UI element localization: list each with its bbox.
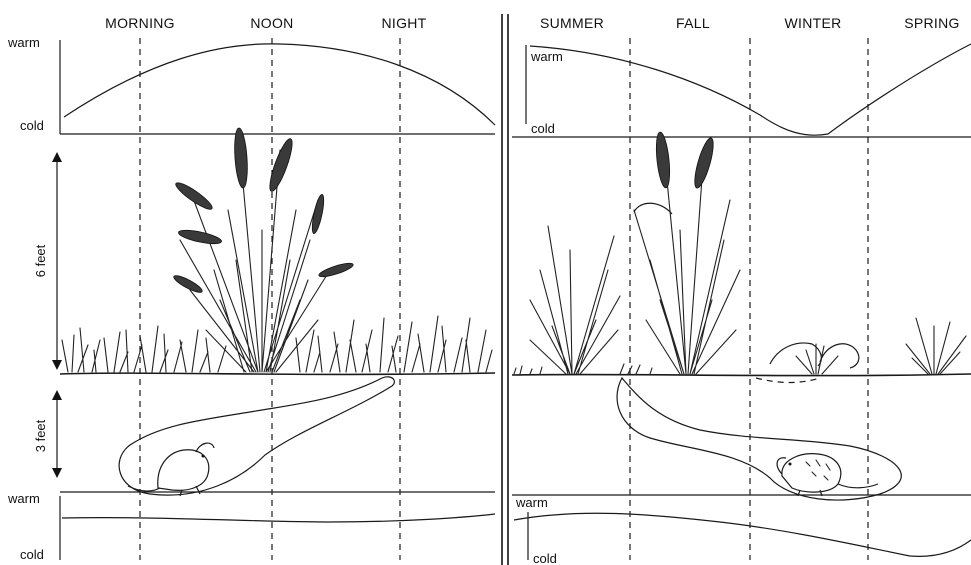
right-mouse — [777, 454, 878, 496]
header-noon: NOON — [250, 15, 293, 31]
right-soil-temperature-curve — [514, 513, 971, 556]
height-arrow-head-up — [52, 152, 62, 162]
depth-label: 3 feet — [33, 419, 48, 452]
left-air-cold-label: cold — [20, 118, 44, 133]
left-soil-warm-label: warm — [7, 491, 40, 506]
header-night: NIGHT — [381, 15, 426, 31]
left-panel: MORNING NOON NIGHT warm cold 6 feet 3 fe… — [7, 15, 495, 562]
left-air-temperature-curve — [64, 44, 495, 125]
left-burrow — [119, 377, 394, 495]
right-soil-warm-label: warm — [515, 495, 548, 510]
right-air-cold-label: cold — [531, 121, 555, 136]
depth-arrow-head-down — [52, 468, 62, 478]
right-soil-cold-label: cold — [533, 551, 557, 565]
height-arrow-head-down — [52, 360, 62, 370]
header-winter: WINTER — [784, 15, 841, 31]
summer-grass-plant — [530, 226, 620, 374]
fall-tall-grass-plant — [634, 132, 740, 374]
winter-rocks-and-tuft — [756, 343, 859, 383]
right-ground-line — [512, 374, 971, 376]
left-tall-grass-plant — [172, 128, 354, 372]
right-air-temperature-curve — [530, 44, 971, 135]
header-spring: SPRING — [904, 15, 959, 31]
right-air-warm-label: warm — [530, 49, 563, 64]
left-air-warm-label: warm — [7, 35, 40, 50]
right-panel: SUMMER FALL WINTER SPRING warm cold — [512, 15, 971, 565]
spring-grass-plant — [906, 318, 966, 374]
left-mouse — [128, 443, 214, 496]
left-ground-line — [60, 373, 495, 374]
header-fall: FALL — [676, 15, 710, 31]
header-summer: SUMMER — [540, 15, 604, 31]
left-soil-temperature-curve — [62, 514, 495, 522]
header-morning: MORNING — [105, 15, 175, 31]
height-label: 6 feet — [33, 244, 48, 277]
left-soil-cold-label: cold — [20, 547, 44, 562]
depth-arrow-head-up — [52, 390, 62, 400]
right-burrow — [617, 378, 901, 500]
